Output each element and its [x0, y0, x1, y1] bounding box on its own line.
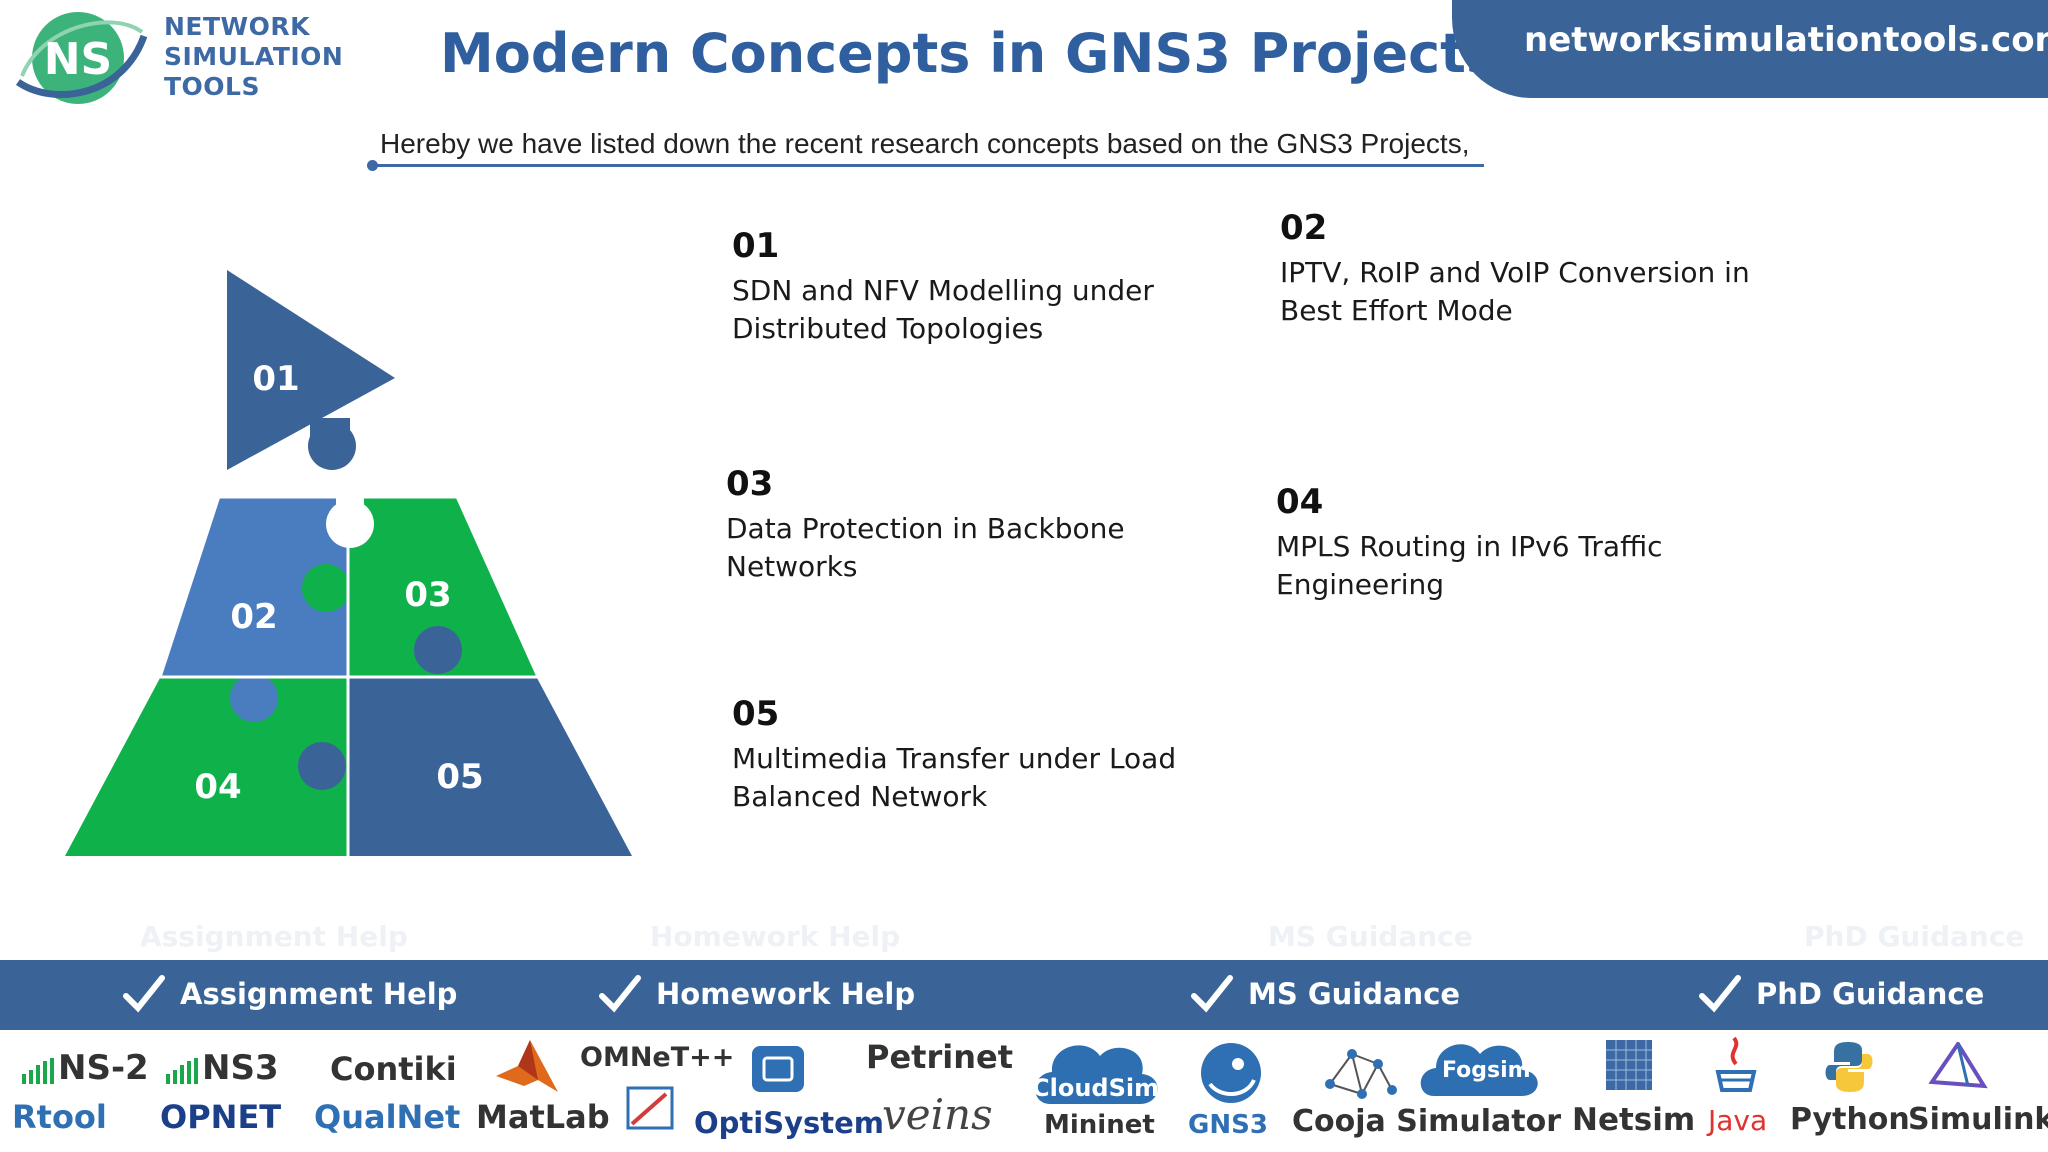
tool-mininet: Mininet [1044, 1110, 1155, 1140]
check-icon [123, 975, 165, 1013]
concept-line-1: MPLS Routing in IPv6 Traffic [1276, 530, 1663, 563]
puzzle-piece-02 [162, 498, 347, 676]
services-reflection: Assignment Help Homework Help MS Guidanc… [0, 920, 2048, 960]
service-label: PhD Guidance [1756, 977, 1985, 1011]
concept-number: 02 [1280, 208, 1328, 248]
puzzle-piece-04 [65, 678, 347, 856]
concept-number: 04 [1276, 482, 1324, 522]
concept-line-2: Balanced Network [732, 780, 988, 813]
tool-simulink: Simulink [1908, 1102, 2048, 1137]
tool-optisystem: OptiSystem [694, 1106, 885, 1140]
optisystem-icon [752, 1046, 804, 1092]
java-cup-icon [1715, 1036, 1757, 1092]
tool-python: Python [1790, 1102, 1910, 1137]
concept-02: 02 IPTV, RoIP and VoIP Conversion in Bes… [1280, 208, 1840, 330]
intro-text: Hereby we have listed down the recent re… [380, 128, 1470, 159]
logo-line-3: TOOLS [164, 72, 260, 101]
logo-initials: NS [44, 34, 113, 85]
ghost-service-4: PhD Guidance [1804, 920, 2025, 953]
signal-bars-icon [166, 1058, 198, 1084]
tool-petrinet: Petrinet [866, 1038, 1013, 1076]
tool-ns3: NS3 [202, 1048, 279, 1088]
service-assignment-help[interactable]: Assignment Help [122, 974, 457, 1014]
brand-logo: NS NETWORK SIMULATION TOOLS [8, 4, 343, 108]
tool-netsim: Netsim [1572, 1102, 1696, 1138]
tool-omnetpp: OMNeT++ [580, 1042, 735, 1073]
service-homework-help[interactable]: Homework Help [598, 974, 915, 1014]
logo-line-1: NETWORK [164, 12, 311, 41]
tool-contiki: Contiki [330, 1050, 457, 1088]
site-badge [1452, 0, 2048, 98]
logo-wordmark: NETWORK SIMULATION TOOLS [164, 12, 343, 102]
tool-qualnet: QualNet [314, 1098, 461, 1136]
service-label: Assignment Help [180, 977, 458, 1011]
cooja-network-icon [1325, 1049, 1397, 1099]
service-ms-guidance[interactable]: MS Guidance [1190, 974, 1460, 1014]
tool-java: Java [1708, 1104, 1768, 1137]
tool-cooja-simulator: Cooja Simulator [1292, 1104, 1561, 1139]
tool-cloudsim: CloudSim [1032, 1074, 1160, 1102]
check-icon [1699, 975, 1741, 1013]
site-url[interactable]: networksimulationtools.com [1524, 20, 2048, 60]
ghost-service-2: Homework Help [650, 920, 901, 953]
concept-03: 03 Data Protection in Backbone Networks [726, 464, 1186, 586]
services-band: Assignment Help Homework Help MS Guidanc… [0, 960, 2048, 1030]
service-phd-guidance[interactable]: PhD Guidance [1698, 974, 1984, 1014]
puzzle-label-05: 05 [436, 757, 483, 797]
puzzle-pyramid: 01 02 03 04 05 [65, 270, 632, 856]
puzzle-piece-05 [349, 678, 632, 856]
ghost-service-1: Assignment Help [140, 920, 408, 953]
tool-fogsim: Fogsim [1442, 1058, 1531, 1083]
logo-line-2: SIMULATION [164, 42, 344, 71]
ns-logo-icon: NS [15, 12, 148, 104]
service-label: MS Guidance [1248, 977, 1461, 1011]
fogsim-cloud-icon [1420, 1044, 1538, 1096]
tool-ns2: NS-2 [58, 1048, 149, 1088]
concept-number: 01 [732, 226, 780, 266]
simulink-icon [1928, 1042, 1988, 1089]
concept-01: 01 SDN and NFV Modelling under Distribut… [732, 226, 1192, 348]
concept-number: 03 [726, 464, 774, 504]
check-icon [1191, 975, 1233, 1013]
ghost-service-3: MS Guidance [1268, 920, 1473, 953]
netsim-grid-icon [1606, 1040, 1652, 1090]
service-label: Homework Help [656, 977, 916, 1011]
concept-line-1: IPTV, RoIP and VoIP Conversion in [1280, 256, 1750, 289]
page-title: Modern Concepts in GNS3 Projects [440, 22, 1499, 85]
concept-05: 05 Multimedia Transfer under Load Balanc… [732, 694, 1232, 816]
puzzle-label-04: 04 [194, 767, 241, 807]
tools-strip: NS-2 NS3 Contiki OMNeT++ Petrinet CloudS… [0, 1030, 2048, 1152]
gns3-chameleon-icon [1201, 1043, 1261, 1103]
intro-underline [372, 164, 1484, 167]
concept-line-2: Best Effort Mode [1280, 294, 1513, 327]
concept-line-2: Engineering [1276, 568, 1444, 601]
puzzle-piece-01 [227, 270, 395, 470]
puzzle-label-01: 01 [252, 359, 299, 399]
qualnet-chart-icon [626, 1086, 674, 1130]
concept-line-2: Networks [726, 550, 858, 583]
puzzle-piece-03 [349, 498, 536, 676]
tool-gns3: GNS3 [1188, 1110, 1268, 1140]
tool-rtool: Rtool [12, 1098, 107, 1136]
tool-matlab: MatLab [476, 1098, 610, 1136]
matlab-icon [496, 1040, 558, 1092]
cloudsim-cloud-icon [1035, 1045, 1158, 1104]
concept-04: 04 MPLS Routing in IPv6 Traffic Engineer… [1276, 482, 1836, 604]
puzzle-label-03: 03 [404, 575, 451, 615]
python-logo-icon [1825, 1042, 1873, 1092]
signal-bars-icon [22, 1058, 54, 1084]
concept-line-1: Data Protection in Backbone [726, 512, 1125, 545]
intro-underline-dot [367, 160, 378, 171]
puzzle-label-02: 02 [230, 597, 277, 637]
concept-line-1: Multimedia Transfer under Load [732, 742, 1177, 775]
concept-number: 05 [732, 694, 780, 734]
check-icon [599, 975, 641, 1013]
tool-opnet: OPNET [160, 1098, 282, 1136]
concept-line-2: Distributed Topologies [732, 312, 1044, 345]
concept-line-1: SDN and NFV Modelling under [732, 274, 1154, 307]
tool-veins: veins [882, 1090, 993, 1139]
